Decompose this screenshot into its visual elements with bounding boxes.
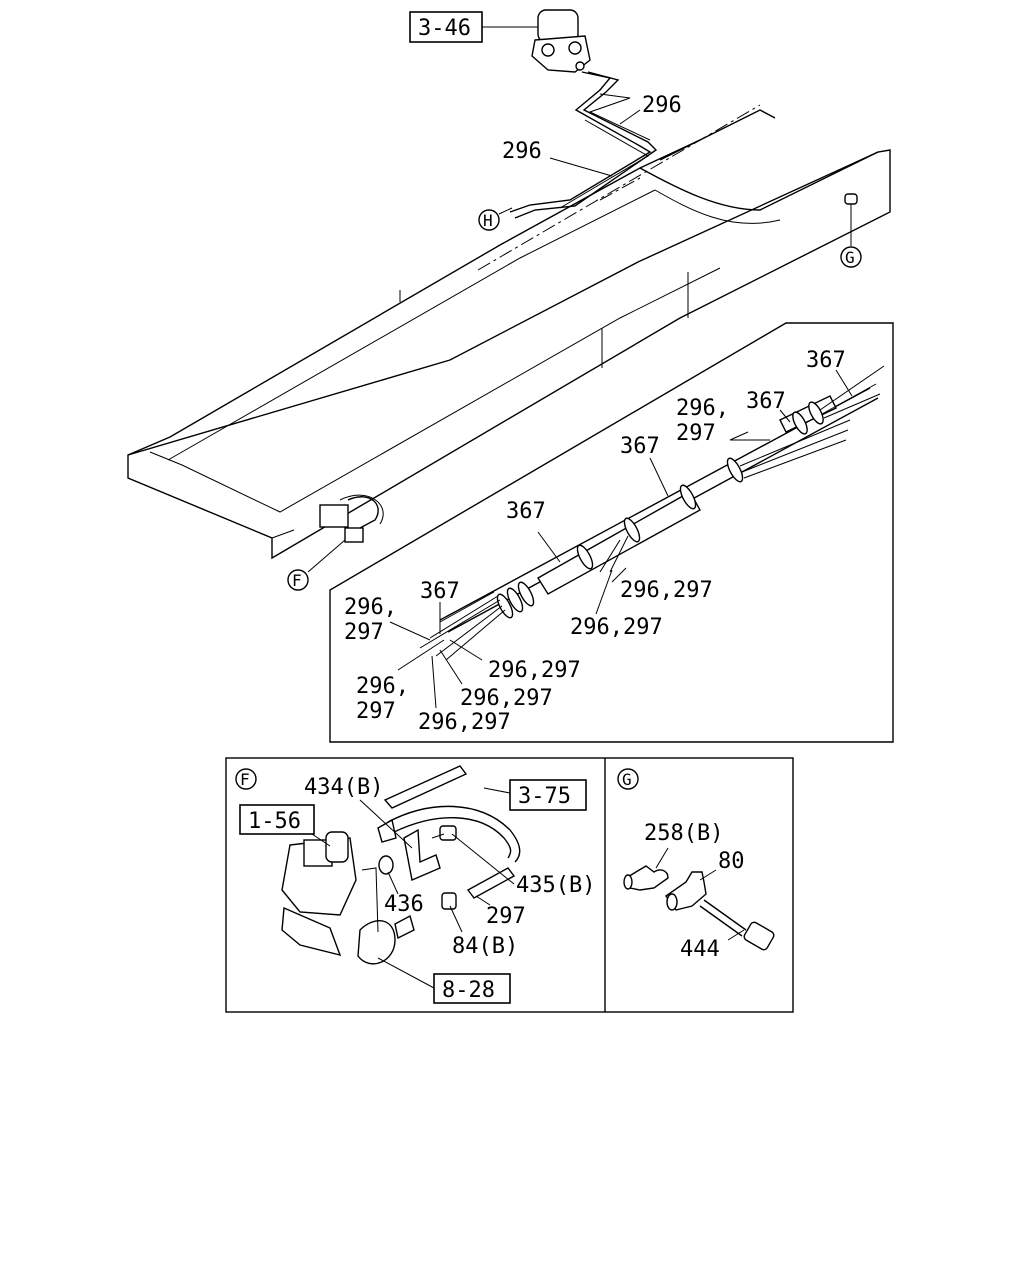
air-dryer-assembly [482, 9, 591, 73]
detail-f-marker: F [235, 768, 257, 790]
label-296-c-inset: 296, [356, 674, 409, 699]
label-444: 444 [680, 937, 720, 962]
label-296-297-1: 296,297 [620, 578, 713, 603]
detail-g-marker: G [617, 768, 639, 790]
air-pipes [509, 71, 658, 219]
label-297-c-inset: 297 [356, 699, 396, 724]
detail-g-title: G [622, 770, 632, 789]
label-296-a: 296 [642, 93, 682, 118]
label-297-a-inset: 297 [676, 421, 716, 446]
callout-h: H [478, 207, 513, 231]
harness-bundle [419, 365, 885, 661]
detail-g-drawing [623, 847, 775, 951]
ref-box-8-28: 8-28 [433, 973, 511, 1004]
label-296-297-2: 296,297 [570, 615, 663, 640]
callout-f: F [287, 539, 346, 591]
callout-f-text: F [292, 571, 302, 590]
ref-1-56-text: 1-56 [248, 809, 301, 834]
label-296-297-3: 296,297 [488, 658, 581, 683]
label-296-297-4: 296,297 [460, 686, 553, 711]
label-297-b-inset: 297 [344, 620, 384, 645]
label-367-2: 367 [746, 389, 786, 414]
label-436: 436 [384, 892, 424, 917]
label-367-1: 367 [806, 348, 846, 373]
label-296-b-inset: 296, [344, 595, 397, 620]
callout-g-text: G [845, 248, 855, 267]
label-297-f: 297 [486, 904, 526, 929]
detail-f-title: F [240, 770, 250, 789]
ref-box-3-46: 3-46 [409, 11, 483, 43]
label-296-297-5: 296,297 [418, 710, 511, 735]
label-258b: 258(B) [644, 821, 723, 846]
label-367-4: 367 [506, 499, 546, 524]
harness-inset-frame [329, 322, 894, 743]
detail-f-drawing [281, 765, 521, 989]
label-84b: 84(B) [452, 934, 518, 959]
ref-box-3-75: 3-75 [509, 779, 587, 811]
label-296-b: 296 [502, 139, 542, 164]
valve-assembly-f [319, 494, 384, 543]
ref-8-28-text: 8-28 [442, 978, 495, 1003]
label-80: 80 [718, 849, 745, 874]
harness-leaders [389, 369, 853, 709]
detail-panel-frame [225, 757, 794, 1013]
label-296-a-inset: 296, [676, 396, 729, 421]
callout-g: G [840, 193, 862, 268]
callout-h-text: H [483, 211, 493, 230]
ref-box-1-56: 1-56 [239, 804, 315, 835]
chassis-frame [127, 104, 891, 560]
label-435b: 435(B) [516, 873, 595, 898]
label-367-5: 367 [420, 579, 460, 604]
label-434b: 434(B) [304, 775, 383, 800]
ref-3-75-text: 3-75 [518, 784, 571, 809]
label-367-3: 367 [620, 434, 660, 459]
ref-3-46-text: 3-46 [418, 16, 471, 41]
